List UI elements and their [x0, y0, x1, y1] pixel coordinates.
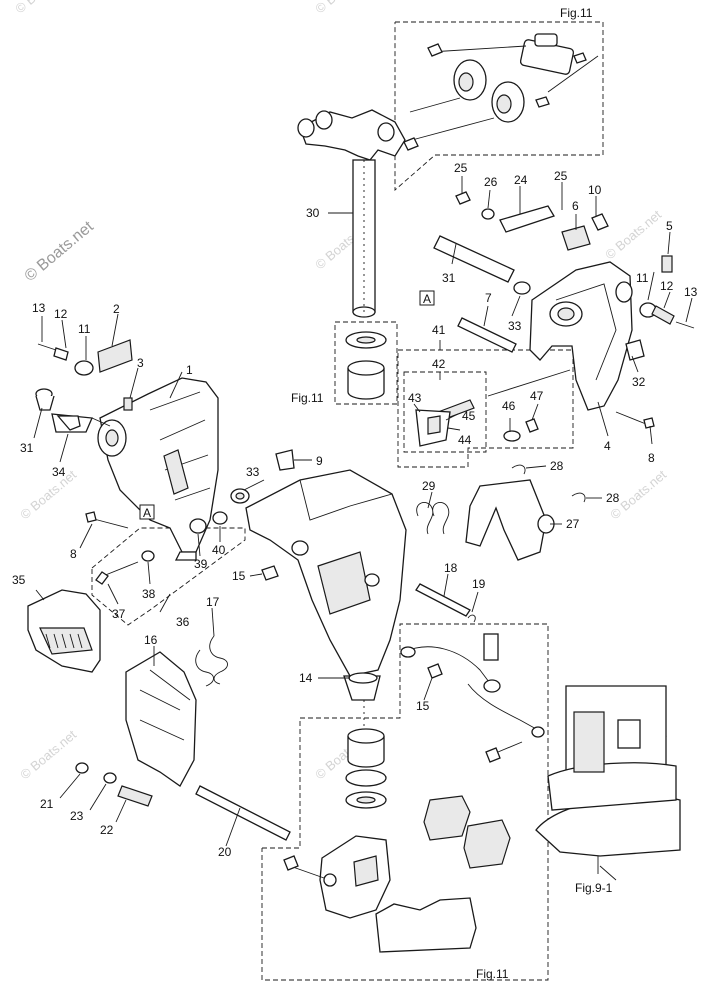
faint-watermark: © Boats.net: [12, 0, 74, 16]
callout-label: 33: [246, 465, 260, 479]
bottom-fig11-assembly: [283, 633, 545, 953]
callout-label: 25: [554, 169, 568, 183]
callout-label: 32: [632, 375, 646, 389]
callout-label: 15: [416, 699, 430, 713]
callout-label: 7: [485, 291, 492, 305]
callout-label: 45: [462, 409, 476, 423]
callout-label: 27: [566, 517, 580, 531]
fig11-top-outline: [394, 21, 604, 191]
callout-label: 12: [54, 307, 68, 321]
callout-label: 31: [442, 271, 456, 285]
clamp-bracket-part-4: [529, 261, 633, 411]
tilt-lever-parts: [415, 464, 586, 623]
faint-watermark: © Boats.net: [17, 467, 79, 523]
left-fastener-parts: [85, 449, 295, 585]
callout-label: 18: [444, 561, 458, 575]
reference-a-left: A: [139, 504, 155, 520]
figure-reference-fig11-top[interactable]: Fig.11: [560, 6, 593, 20]
left-small-parts: [35, 339, 133, 433]
callout-label: 4: [604, 439, 611, 453]
callout-label: 40: [212, 543, 226, 557]
reference-a-right: A: [419, 290, 435, 306]
callout-label: 41: [432, 323, 446, 337]
figure-reference-fig11-bottom[interactable]: Fig.11: [476, 967, 509, 981]
callout-label: 21: [40, 797, 54, 811]
figure-reference-fig9-1[interactable]: Fig.9-1: [575, 881, 613, 895]
callout-label: 28: [550, 459, 564, 473]
callout-label: 13: [684, 285, 698, 299]
callout-label: 8: [70, 547, 77, 561]
callout-label: 16: [144, 633, 158, 647]
callout-label: 22: [100, 823, 114, 837]
callout-label: 28: [606, 491, 620, 505]
callout-label: 43: [408, 391, 422, 405]
reference-mark: A: [423, 292, 431, 306]
callout-label: 26: [484, 175, 498, 189]
callout-label: 3: [137, 356, 144, 370]
callout-label: 6: [572, 199, 579, 213]
callout-label: 2: [113, 302, 120, 316]
callout-label: 9: [316, 454, 323, 468]
leader-lines: [33, 176, 693, 881]
faint-watermark: © Boats.net: [312, 0, 374, 16]
group-36-outline: [91, 527, 246, 626]
callout-label: 15: [232, 569, 246, 583]
watermark: © Boats.net: [22, 218, 98, 285]
tilt-lock-group-41: [415, 317, 571, 447]
figure-reference-fig11-mid[interactable]: Fig.11: [291, 391, 324, 405]
handle-part-35: [27, 589, 101, 673]
callout-label: 42: [432, 357, 446, 371]
group-outlines: [91, 21, 604, 981]
callout-label: 19: [472, 577, 486, 591]
faint-watermark: © Boats.net: [602, 207, 664, 263]
reference-mark: A: [143, 506, 151, 520]
bushings-upper: [345, 331, 387, 400]
callout-label: 24: [514, 173, 528, 187]
callout-label: 20: [218, 845, 232, 859]
fig9-1-lower-unit: [535, 685, 681, 874]
callout-label: 17: [206, 595, 220, 609]
fig11-bottom-outline: [261, 623, 549, 981]
lower-left-parts: [75, 635, 291, 841]
callout-labels: 1 2 3 4 5 6 7 8 8 9 10 11 11 12 12 13 13…: [12, 161, 698, 859]
right-upper-parts: [433, 191, 673, 295]
callout-label: 25: [454, 161, 468, 175]
callout-label: 10: [588, 183, 602, 197]
group-41-outline: [397, 349, 574, 468]
callout-label: 44: [458, 433, 472, 447]
callout-label: 14: [299, 671, 313, 685]
callout-label: 36: [176, 615, 190, 629]
callout-label: 39: [194, 557, 208, 571]
callout-label: 34: [52, 465, 66, 479]
group-42-outline: [403, 371, 487, 453]
steering-shaft-part-30: [297, 109, 406, 318]
callout-label: 31: [20, 441, 34, 455]
callout-label: 35: [12, 573, 26, 587]
callout-label: 8: [648, 451, 655, 465]
callout-label: 33: [508, 319, 522, 333]
callout-label: 38: [142, 587, 156, 601]
callout-label: 47: [530, 389, 544, 403]
callout-label: 23: [70, 809, 84, 823]
callout-label: 12: [660, 279, 674, 293]
clamp-bracket-part-1: [97, 377, 219, 561]
callout-label: 11: [78, 322, 91, 336]
callout-label: 30: [306, 206, 320, 220]
callout-label: 5: [666, 219, 673, 233]
top-bracket-assembly: [403, 33, 599, 151]
right-fasteners: [615, 302, 695, 429]
callout-label: 46: [502, 399, 516, 413]
callout-label: 11: [636, 271, 649, 285]
callout-label: 37: [112, 607, 126, 621]
swivel-bracket-part-14: [245, 469, 407, 740]
callout-label: 13: [32, 301, 46, 315]
callout-label: 29: [422, 479, 436, 493]
callout-label: 1: [186, 363, 193, 377]
faint-watermark: © Boats.net: [17, 727, 79, 783]
